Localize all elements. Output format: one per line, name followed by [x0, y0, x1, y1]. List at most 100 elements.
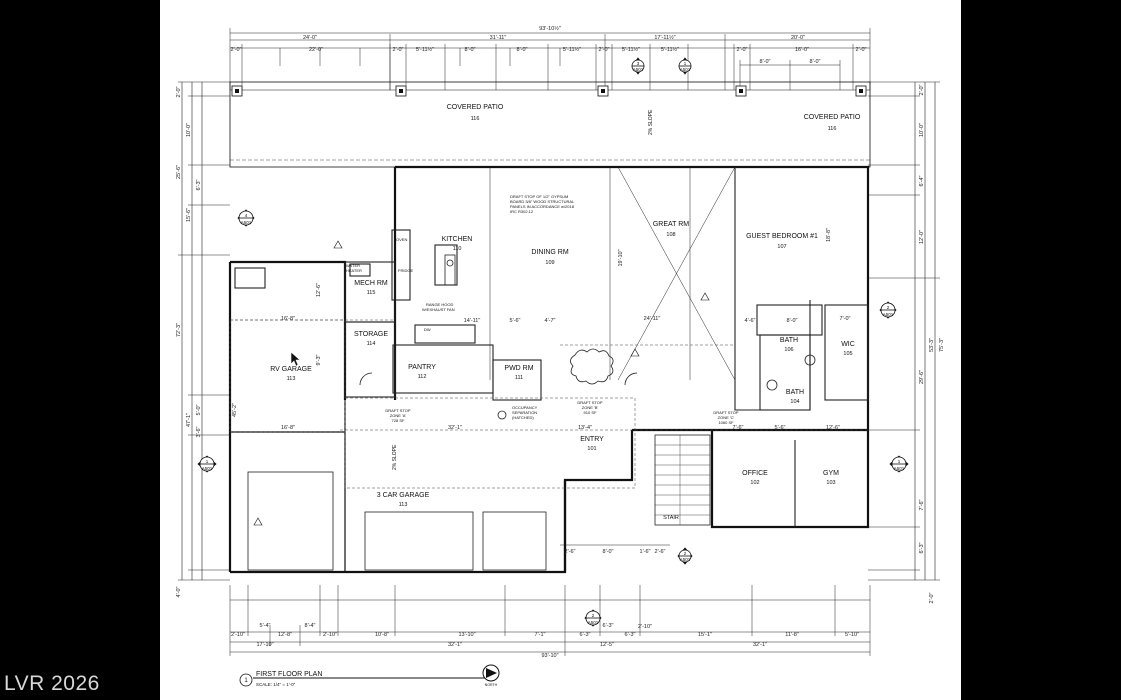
dim-top-overall: 93'-10½" — [539, 25, 561, 32]
dim-top-r2: 2'-0" — [856, 47, 867, 53]
dim-bottom-r1: 11'-8" — [785, 632, 799, 638]
note-zone-a-2: ZONE 'A' — [390, 413, 407, 418]
dim-top-seg-c: 17'-11½" — [654, 34, 675, 41]
dim-inner: 8'-0" — [787, 318, 798, 324]
dim-top-seg-a: 24'-0" — [303, 35, 317, 41]
note-draft-stop-3: PANELS IN ACCORDANCE w/2018 — [510, 204, 575, 209]
note-dw: DW — [424, 327, 431, 332]
callout-sheet: A501 — [883, 312, 894, 317]
room-name-kitchen: KITCHEN — [442, 236, 473, 243]
dim-right: 6'-4" — [919, 175, 925, 186]
dim-bottom-mid: 2'-6" — [565, 549, 576, 555]
callout-sheet: A501 — [588, 620, 599, 625]
dim-right: 29'-6" — [919, 370, 925, 384]
callout-sheet: A501 — [680, 67, 691, 72]
dim-top-r2: 5'-11½" — [563, 46, 581, 53]
room-number-dining: 109 — [545, 260, 554, 266]
dim-left: 72'-3" — [176, 323, 182, 337]
dim-inner: 7'-6" — [733, 425, 744, 431]
callout-number: 4 — [245, 213, 248, 218]
dim-inner: 18'-8" — [826, 228, 832, 242]
dim-bottom-overall: 93'-10" — [541, 653, 558, 659]
dim-right: 6'-3" — [919, 542, 925, 553]
dim-top-r2: 2'-0" — [393, 47, 404, 53]
title-block-title: FIRST FLOOR PLAN — [256, 671, 322, 678]
dim-inner: 14'-11" — [464, 318, 481, 324]
room-name-guest-bedroom: GUEST BEDROOM #1 — [746, 233, 818, 240]
dim-bottom-r1: 10'-8" — [375, 632, 389, 638]
north-arrow-icon — [482, 664, 500, 682]
dim-bottom-r1: 13'-10" — [458, 632, 475, 638]
room-number-bath-2: 104 — [790, 399, 799, 405]
room-number-great: 108 — [666, 232, 675, 238]
room-number-mech: 115 — [367, 290, 376, 296]
dim-top-r2: 16'-0" — [795, 47, 809, 53]
dim-inner: 5'-6" — [775, 425, 786, 431]
note-oven: OVEN — [396, 237, 407, 242]
note-zone-c-3: 1060 SF — [718, 420, 734, 425]
dim-right: 53'-3" — [929, 338, 935, 352]
dim-inner: 24'-11" — [644, 316, 661, 322]
dim-top-r3: 8'-0" — [810, 59, 821, 65]
dim-bottom-r1: 15'-1" — [698, 632, 712, 638]
dim-inner: 19'-10" — [618, 249, 624, 266]
dim-inner: 32'-1" — [448, 425, 462, 431]
dim-bottom-r1: 2'-10" — [323, 632, 337, 638]
room-number-pwd: 111 — [515, 375, 523, 381]
note-occupancy-2: SEPARATION — [512, 410, 537, 415]
note-water-heater-2: HEATER — [346, 268, 362, 273]
dim-bottom-r1: 12'-8" — [278, 632, 292, 638]
note-zone-a-1: DRAFT STOP — [385, 408, 411, 413]
dim-left: 10'-0" — [186, 123, 192, 137]
dim-bottom-r1: 5'-10" — [845, 632, 859, 638]
dim-inner: 16'-8" — [281, 425, 295, 431]
dim-inner: 12'-6" — [826, 425, 840, 431]
dim-bottom-mid: 6'-3" — [603, 623, 614, 629]
dim-top-seg-d: 20'-0" — [791, 35, 805, 41]
room-number-wic: 105 — [843, 351, 852, 357]
room-name-storage: STORAGE — [354, 331, 388, 338]
room-number-covered-patio-left: 116 — [471, 116, 480, 122]
room-name-bath-2: BATH — [786, 389, 804, 396]
room-name-mech: MECH RM — [354, 280, 388, 287]
dim-left: 6'-3" — [196, 179, 202, 190]
title-block: 1 FIRST FLOOR PLAN SCALE: 1/4" = 1'-0" N… — [239, 664, 500, 687]
callout-number: 3 — [637, 61, 640, 66]
watermark-text: LVR 2026 — [4, 672, 100, 695]
dim-right: 10'-0" — [919, 123, 925, 137]
title-block-number: 1 — [244, 678, 248, 684]
dim-bottom-mid: 8'-4" — [305, 623, 316, 629]
room-number-office: 102 — [750, 480, 759, 486]
dim-bottom-mid: 8'-0" — [603, 549, 614, 555]
dim-top-r2: 2'-0" — [599, 47, 610, 53]
room-name-office: OFFICE — [742, 470, 768, 477]
dim-bottom-r1: 6'-3" — [625, 632, 636, 638]
room-name-great: GREAT RM — [653, 221, 689, 228]
callout-number: 1 — [206, 459, 209, 464]
callout-sheet: A501 — [202, 466, 213, 471]
room-number-storage: 114 — [367, 341, 376, 347]
dim-right: 75'-3" — [939, 338, 945, 352]
dim-left: 15'-6" — [186, 208, 192, 222]
room-name-wic: WIC — [841, 341, 855, 348]
dim-bottom-mid: 5'-4" — [260, 623, 271, 629]
dim-inner: 4'-6" — [745, 318, 756, 324]
room-name-covered-patio-left: COVERED PATIO — [447, 104, 504, 111]
room-name-rv-garage: RV GARAGE — [270, 366, 312, 373]
dim-inner: 5'-6" — [510, 318, 521, 324]
dim-left: 2'-0" — [176, 86, 182, 97]
note-water-heater-1: WATER — [346, 263, 360, 268]
room-name-3-car-garage: 3 CAR GARAGE — [377, 492, 430, 499]
dim-top-r2: 2'-0" — [737, 47, 748, 53]
note-patio-slope: 2% SLOPE — [648, 109, 654, 135]
room-name-entry: ENTRY — [580, 436, 604, 443]
dim-left: 47'-1" — [186, 413, 192, 427]
dim-left: 3'-6" — [196, 426, 202, 437]
title-block-scale: SCALE: 1/4" = 1'-0" — [256, 682, 296, 687]
dim-top-r2: 8'-0" — [465, 47, 476, 53]
dim-inner: 13'-4" — [578, 425, 592, 431]
room-number-gym: 103 — [826, 480, 835, 486]
note-draft-stop-4: IRC R302.12 — [510, 209, 534, 214]
dim-bottom-mid: 1'-6" — [640, 549, 651, 555]
dim-right: 2'-0" — [919, 84, 925, 95]
